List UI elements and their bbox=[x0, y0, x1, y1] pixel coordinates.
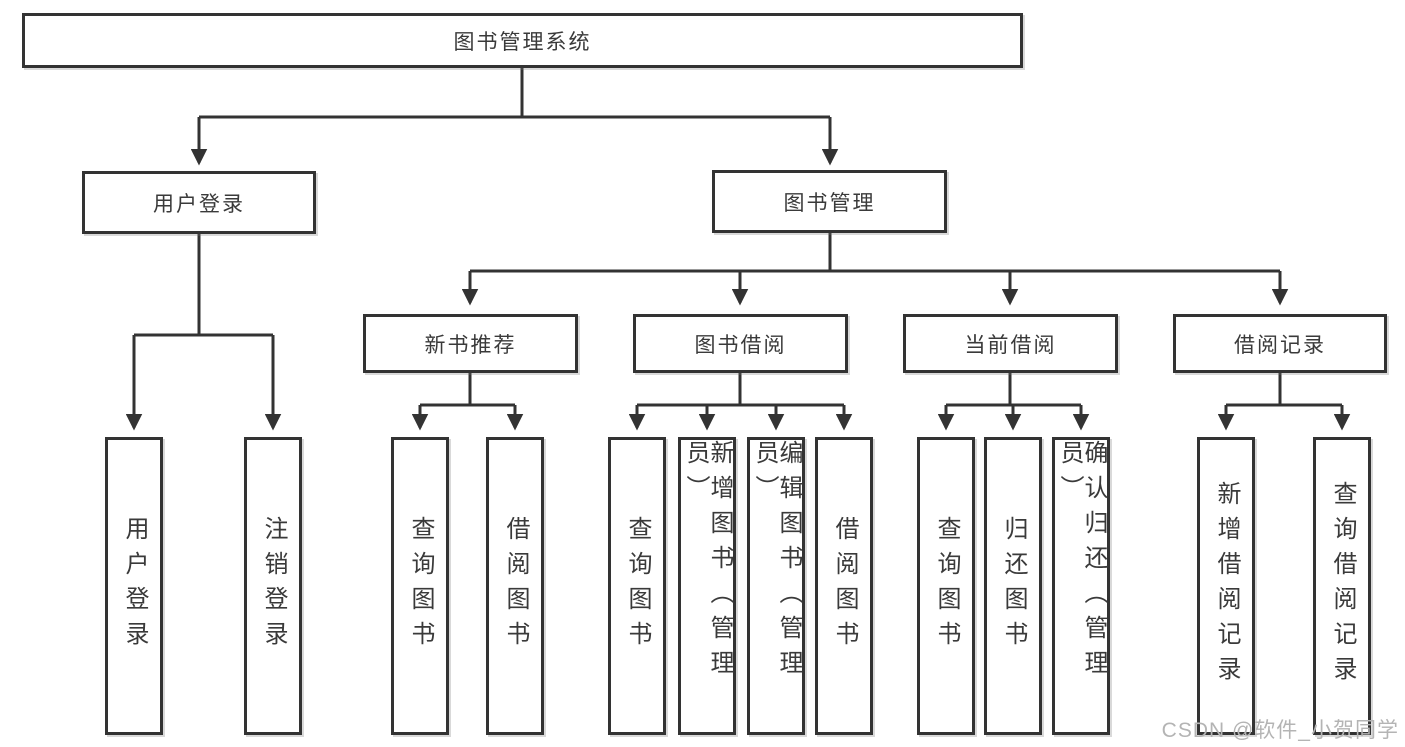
leaf-edit-books-admin: 编辑图书（管理员） bbox=[747, 437, 805, 735]
leaf-newbook-borrow-books: 借阅图书 bbox=[486, 437, 544, 735]
node-new-book-recommend: 新书推荐 bbox=[363, 314, 578, 373]
leaf-borrow-query-books-label: 查询图书 bbox=[624, 516, 651, 656]
leaf-user-login: 用户登录 bbox=[105, 437, 163, 735]
node-book-borrow-label: 图书借阅 bbox=[694, 333, 787, 357]
leaf-query-borrow-record: 查询借阅记录 bbox=[1313, 437, 1371, 735]
node-root: 图书管理系统 bbox=[22, 13, 1023, 68]
node-user-login-label: 用户登录 bbox=[153, 192, 245, 216]
leaf-newbook-query-books-label: 查询图书 bbox=[407, 516, 434, 656]
leaf-query-borrow-record-label: 查询借阅记录 bbox=[1329, 481, 1356, 691]
leaf-confirm-return-admin-label: 确认归还（管理员） bbox=[1056, 440, 1107, 685]
leaf-add-books-admin: 新增图书（管理员） bbox=[678, 437, 736, 735]
leaf-logout: 注销登录 bbox=[244, 437, 302, 735]
leaf-add-books-admin-label: 新增图书（管理员） bbox=[682, 440, 733, 685]
leaf-newbook-borrow-books-label: 借阅图书 bbox=[502, 516, 529, 656]
leaf-logout-label: 注销登录 bbox=[260, 516, 287, 656]
node-current-borrow: 当前借阅 bbox=[903, 314, 1118, 373]
node-book-borrow: 图书借阅 bbox=[633, 314, 848, 373]
leaf-confirm-return-admin: 确认归还（管理员） bbox=[1052, 437, 1110, 735]
node-book-management-label: 图书管理 bbox=[783, 191, 876, 215]
node-root-label: 图书管理系统 bbox=[453, 30, 592, 54]
leaf-newbook-query-books: 查询图书 bbox=[391, 437, 449, 735]
leaf-borrow-query-books: 查询图书 bbox=[608, 437, 666, 735]
leaf-edit-books-admin-label: 编辑图书（管理员） bbox=[751, 440, 802, 685]
leaf-return-books-label: 归还图书 bbox=[1000, 516, 1027, 656]
leaf-add-borrow-record: 新增借阅记录 bbox=[1197, 437, 1255, 735]
node-borrow-records-label: 借阅记录 bbox=[1234, 333, 1326, 357]
node-current-borrow-label: 当前借阅 bbox=[964, 333, 1057, 357]
leaf-user-login-label: 用户登录 bbox=[121, 516, 148, 656]
node-borrow-records: 借阅记录 bbox=[1173, 314, 1387, 373]
leaf-return-books: 归还图书 bbox=[984, 437, 1042, 735]
node-user-login: 用户登录 bbox=[82, 171, 316, 234]
node-book-management: 图书管理 bbox=[712, 170, 947, 233]
leaf-current-query-books: 查询图书 bbox=[917, 437, 975, 735]
leaf-borrow-books: 借阅图书 bbox=[815, 437, 873, 735]
leaf-current-query-books-label: 查询图书 bbox=[933, 516, 960, 656]
leaf-borrow-books-label: 借阅图书 bbox=[831, 516, 858, 656]
node-new-book-recommend-label: 新书推荐 bbox=[424, 333, 517, 357]
leaf-add-borrow-record-label: 新增借阅记录 bbox=[1213, 481, 1240, 691]
